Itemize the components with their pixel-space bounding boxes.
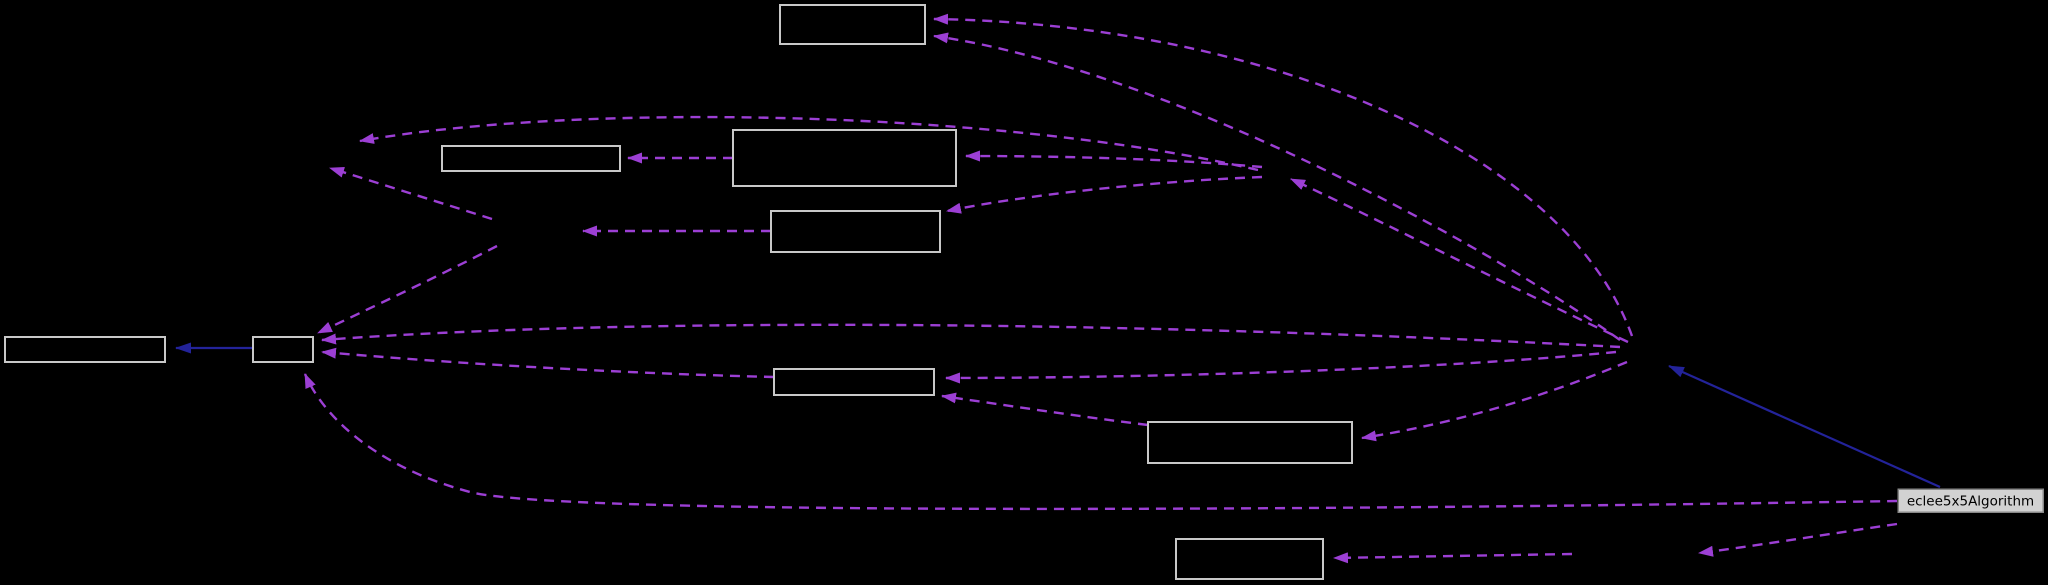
edge-usage-diag-upleft	[329, 166, 493, 221]
edge-usage-main-to-lowerright	[1361, 360, 1628, 442]
graph-node-hub[interactable]	[252, 336, 314, 363]
graph-node-label: eclee5x5Algorithm	[1907, 494, 2034, 510]
graph-node-far-left[interactable]	[4, 336, 166, 363]
graph-node-lower-right[interactable]	[1147, 421, 1353, 464]
edge-usage-right-to-midsmall	[946, 175, 1263, 214]
graph-node-center[interactable]	[773, 368, 935, 396]
edge-usage-main-to-top-inner	[933, 32, 1621, 341]
edge-usage-main-to-upmid	[1290, 177, 1629, 344]
edge-usage-to-bottom	[1333, 552, 1573, 564]
edge-usage-main-to-hub	[321, 323, 1621, 349]
graph-node-mid-large[interactable]	[732, 129, 957, 187]
edge-usage-long-flat-upper	[359, 115, 1259, 172]
graph-node-eclee5x5[interactable]	[1897, 488, 2044, 513]
edge-usage-center-to-hub	[321, 347, 775, 379]
graph-node-mid-left[interactable]	[441, 145, 621, 172]
edge-usage-diag-to-hub-top	[317, 244, 498, 335]
edge-usage-label-to-hub-long	[303, 373, 1898, 511]
edge-usage-right-to-large	[965, 150, 1263, 169]
edge-usage-lowerright-to-center	[941, 392, 1149, 427]
graph-node-top[interactable]	[779, 4, 926, 45]
edge-usage-label-to-inv	[1698, 522, 1898, 557]
graph-node-bottom[interactable]	[1175, 538, 1324, 580]
edge-usage-main-to-top-outer	[933, 13, 1634, 337]
graph-node-mid-small[interactable]	[770, 210, 941, 253]
edge-inherit-label-to-main	[1668, 364, 1941, 489]
edge-usage-main-to-center	[945, 350, 1617, 384]
